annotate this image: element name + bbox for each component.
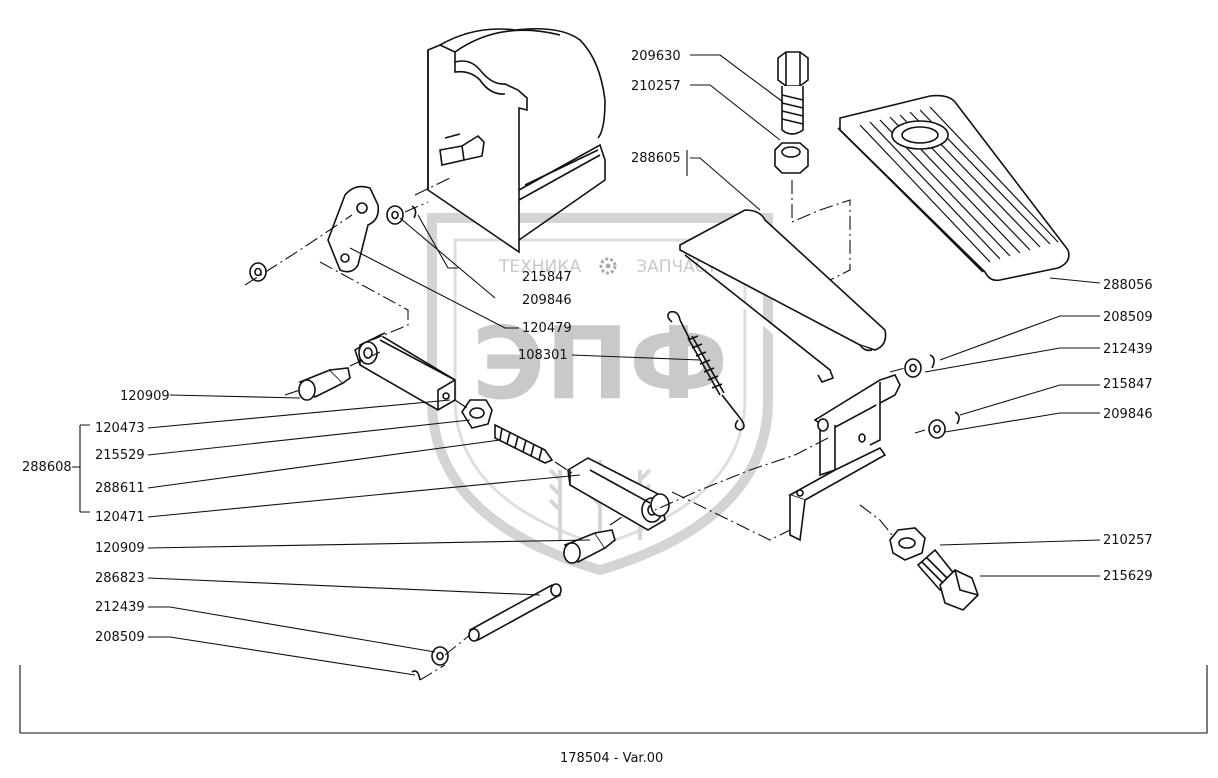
bottom-right-bolt: [889, 527, 979, 611]
long-pin: [468, 583, 562, 642]
label-215847-right: 215847: [1103, 377, 1153, 392]
label-215847-top: 215847: [522, 270, 572, 285]
part-labels: 209630 210257 288605 288056 215847 20984…: [22, 49, 1153, 766]
watermark-brand: ЭПФ: [472, 305, 728, 422]
label-120909-top: 120909: [120, 389, 170, 404]
label-215529: 215529: [95, 448, 145, 463]
nut-and-rod: [461, 399, 554, 464]
lower-pin: [563, 529, 616, 564]
upper-clevis: [354, 332, 456, 411]
leader-lines: [19, 54, 1208, 734]
label-108301: 108301: [518, 348, 568, 363]
label-288056: 288056: [1103, 278, 1153, 293]
pedal-pad: [837, 94, 1070, 282]
top-bolt: [774, 51, 809, 174]
label-208509-right: 208509: [1103, 310, 1153, 325]
body-bracket: [427, 27, 606, 254]
assembly-lines: [244, 177, 926, 681]
watermark: ЭПФ ТЕХНИКА ЗАПЧАСТИ: [427, 213, 773, 576]
watermark-caption-left: ТЕХНИКА: [498, 257, 581, 277]
assembly-label: 178504 - Var.00: [560, 751, 663, 766]
lower-washer: [411, 646, 449, 681]
label-210257-bottom: 210257: [1103, 533, 1153, 548]
pedal-arm: [679, 209, 901, 542]
label-212439-right: 212439: [1103, 342, 1153, 357]
label-215629: 215629: [1103, 569, 1153, 584]
gear-icon: [599, 257, 617, 275]
label-210257-top: 210257: [631, 79, 681, 94]
label-288608: 288608: [22, 460, 72, 475]
lever-arm: [249, 185, 417, 282]
label-208509-left: 208509: [95, 630, 145, 645]
label-120479: 120479: [522, 321, 572, 336]
label-120471: 120471: [95, 510, 145, 525]
label-286823: 286823: [95, 571, 145, 586]
label-209630: 209630: [631, 49, 681, 64]
label-288611: 288611: [95, 481, 145, 496]
lower-clevis: [567, 457, 670, 531]
label-209846-top: 209846: [522, 293, 572, 308]
label-120473: 120473: [95, 421, 145, 436]
label-209846-right: 209846: [1103, 407, 1153, 422]
spring: [667, 310, 745, 431]
label-120909-bottom: 120909: [95, 541, 145, 556]
label-288605: 288605: [631, 151, 681, 166]
label-212439-left: 212439: [95, 600, 145, 615]
upper-pin: [298, 367, 351, 401]
right-fasteners: [904, 354, 960, 439]
